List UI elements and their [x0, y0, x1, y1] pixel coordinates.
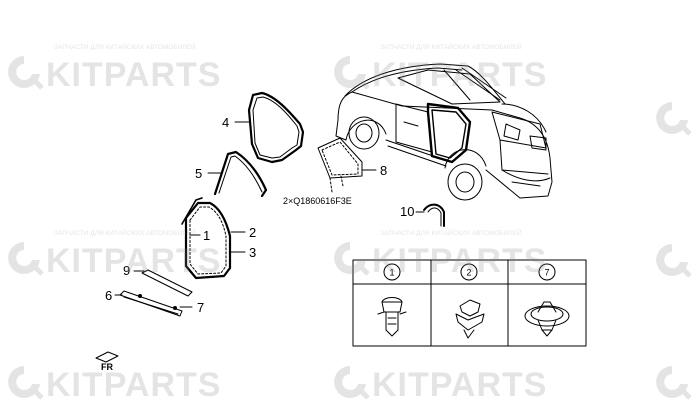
push-clip-icon: [377, 297, 407, 337]
orientation-label: FR: [101, 362, 113, 372]
callout-4: 4: [222, 115, 229, 130]
front-direction-arrow-icon: [95, 351, 119, 363]
part-4-door-frame-seal: [247, 91, 305, 164]
retainer-clip-icon: [455, 299, 485, 339]
part-8-quarter-glass: [317, 137, 363, 193]
part-5-glass-run-channel: [213, 150, 268, 198]
callout-2: 2: [249, 225, 256, 240]
callout-7: 7: [197, 300, 204, 315]
legend-header-7: 7: [545, 268, 550, 278]
callout-6: 6: [105, 288, 112, 303]
part-6-outer-belt-molding: [119, 290, 183, 317]
callout-1: 1: [203, 228, 210, 243]
fastener-note: 2×Q1860616F3E: [283, 196, 352, 206]
legend-header-1: 1: [390, 268, 395, 278]
part-1-door-glass: [181, 197, 232, 280]
callout-10: 10: [400, 204, 414, 219]
callout-5: 5: [195, 166, 202, 181]
fastener-legend-table: [352, 259, 587, 347]
callout-8: 8: [380, 163, 387, 178]
part-10-seal-strip: [423, 203, 445, 227]
vehicle-illustration: [335, 63, 553, 201]
callout-9: 9: [123, 263, 130, 278]
legend-header-2: 2: [467, 268, 472, 278]
callout-3: 3: [249, 245, 256, 260]
part-9-inner-belt-molding: [141, 269, 193, 297]
round-grommet-icon: [524, 301, 570, 337]
